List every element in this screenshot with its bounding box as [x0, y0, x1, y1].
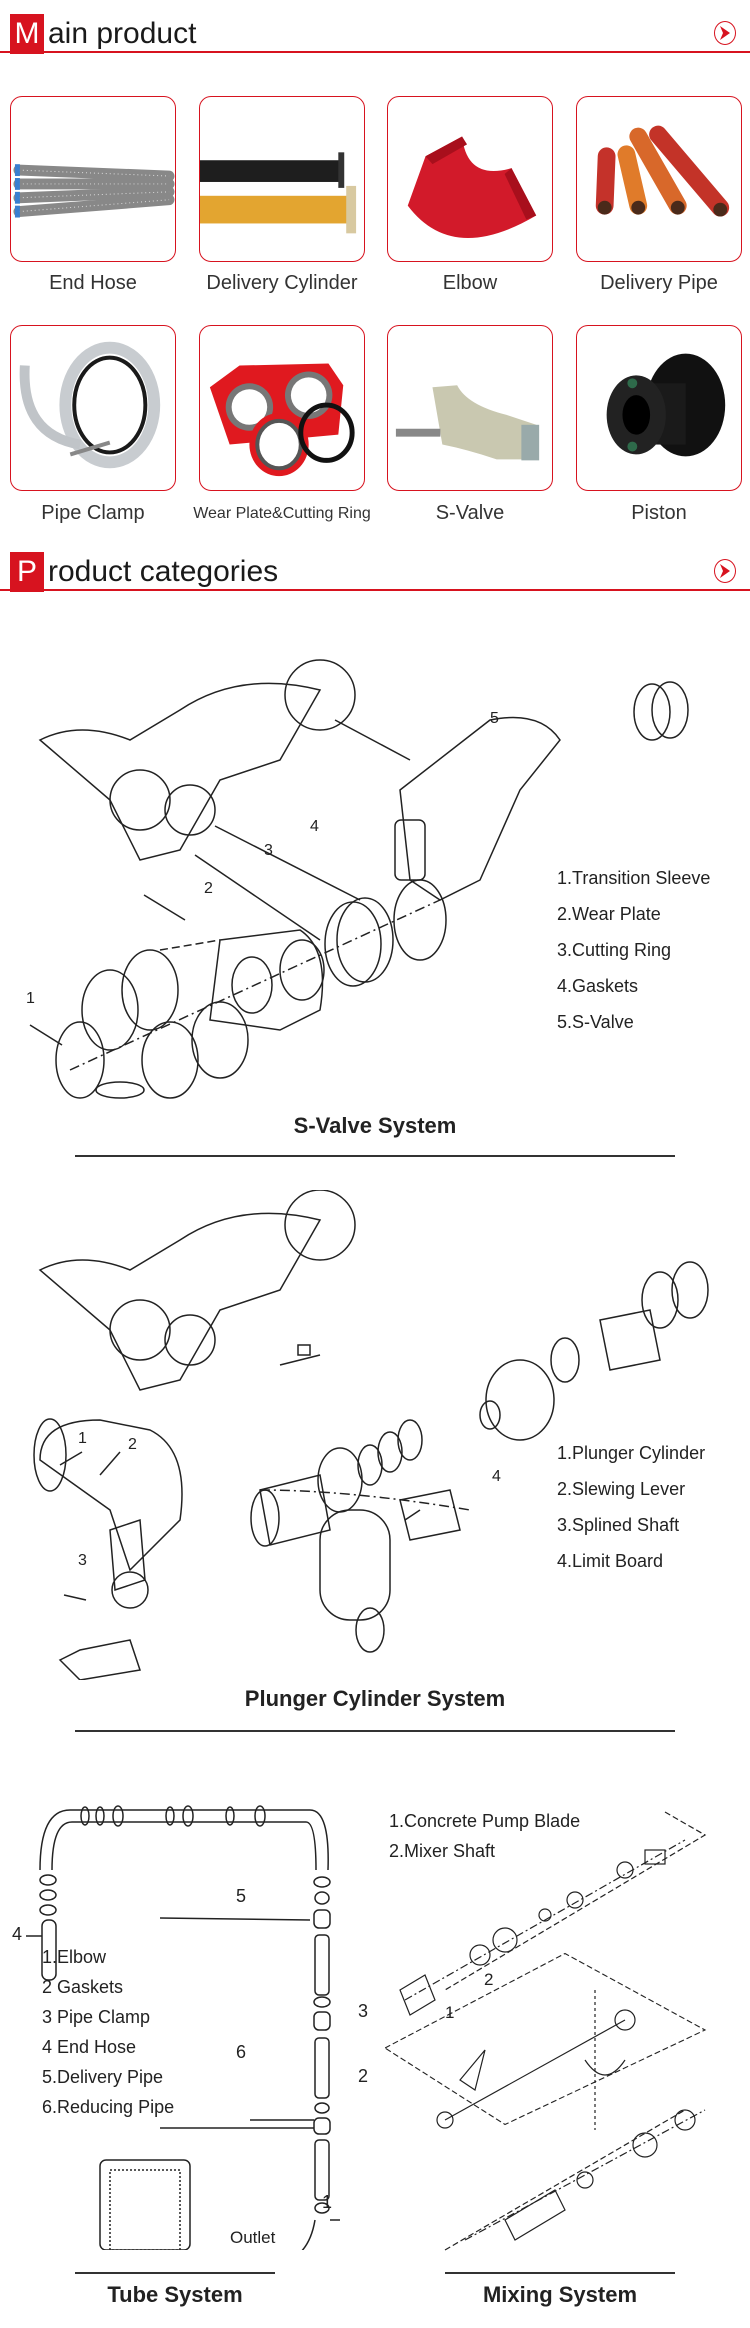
callout-3: 3 — [264, 842, 273, 859]
legend-item: 2.Mixer Shaft — [389, 1841, 496, 1861]
divider — [445, 2272, 675, 2274]
legend-item: 2.Slewing Lever — [557, 1479, 686, 1499]
mixing-legend: 1.Concrete Pump Blade 2.Mixer Shaft — [389, 1806, 580, 1866]
wear-plate-image — [209, 363, 355, 477]
callout-4: 4 — [492, 1468, 501, 1485]
header-divider — [0, 589, 750, 591]
product-card-elbow[interactable] — [387, 96, 553, 262]
tube-system-diagram — [26, 1805, 340, 2250]
plunger-cylinder-diagram — [33, 1190, 709, 1680]
chevron-right-circle-icon[interactable] — [714, 21, 736, 45]
callout-5: 5 — [490, 710, 499, 727]
delivery-cylinder-image — [200, 152, 357, 234]
s-valve-image — [395, 385, 540, 461]
divider — [75, 1155, 675, 1157]
header-initial: P — [10, 552, 44, 592]
legend-item: 4 End Hose — [42, 2037, 137, 2057]
product-card-pipe-clamp[interactable] — [10, 325, 176, 491]
header-initial: M — [10, 14, 44, 54]
s-valve-diagram — [29, 659, 689, 1099]
legend-item: 3.Cutting Ring — [557, 940, 672, 960]
product-label[interactable]: Piston — [631, 502, 687, 524]
callout-5: 5 — [236, 1886, 247, 1906]
callout-6: 6 — [236, 2042, 247, 2062]
callout-1: 1 — [78, 1430, 87, 1447]
product-card-s-valve[interactable] — [387, 325, 553, 491]
tube-system-title: Tube System — [107, 2282, 243, 2307]
section-title: ain product — [48, 17, 197, 50]
legend-item: 4.Limit Board — [557, 1551, 664, 1571]
callout-1: 1 — [322, 2192, 333, 2212]
legend-item: 3.Splined Shaft — [557, 1515, 680, 1535]
legend-item: 2.Wear Plate — [557, 904, 661, 924]
divider — [75, 2272, 275, 2274]
callout-2: 2 — [128, 1436, 137, 1453]
callout-3: 3 — [358, 2001, 369, 2021]
mixing-system-diagram — [385, 1811, 707, 2251]
product-card-wear-plate-cutting-ring[interactable] — [199, 325, 365, 491]
product-categories-header: P roduct categories — [0, 552, 750, 592]
product-card-piston[interactable] — [576, 325, 742, 491]
callout-1: 1 — [445, 2003, 455, 2022]
legend-item: 1.Transition Sleeve — [557, 868, 711, 888]
section-title: roduct categories — [48, 555, 279, 588]
product-label[interactable]: Pipe Clamp — [41, 502, 145, 524]
product-label[interactable]: Delivery Cylinder — [206, 272, 358, 294]
mixing-system-title: Mixing System — [482, 2282, 638, 2307]
callout-2: 2 — [204, 880, 213, 897]
legend-item: 2 Gaskets — [42, 1977, 124, 1997]
product-card-delivery-pipe[interactable] — [576, 96, 742, 262]
end-hose-image — [13, 164, 175, 218]
header-divider — [0, 51, 750, 53]
product-label[interactable]: Wear Plate&Cutting Ring — [193, 505, 371, 522]
product-card-delivery-cylinder[interactable] — [199, 96, 365, 262]
callout-3: 3 — [78, 1552, 87, 1569]
delivery-pipe-image — [595, 125, 730, 217]
tube-legend: 1.Elbow 2 Gaskets 3 Pipe Clamp 4 End Hos… — [42, 1942, 174, 2122]
legend-item: 1.Elbow — [42, 1947, 107, 1967]
legend-item: 1.Plunger Cylinder — [557, 1443, 706, 1463]
legend-item: 5.Delivery Pipe — [42, 2067, 164, 2087]
s-valve-system-title: S-Valve System — [293, 1113, 457, 1138]
product-card-end-hose[interactable] — [10, 96, 176, 262]
callout-4: 4 — [310, 818, 319, 835]
plunger-legend: 1.Plunger Cylinder 2.Slewing Lever 3.Spl… — [557, 1435, 705, 1579]
legend-item: 5.S-Valve — [557, 1012, 634, 1032]
main-product-header: M ain product — [0, 14, 750, 54]
product-label[interactable]: Delivery Pipe — [600, 272, 718, 294]
product-label[interactable]: End Hose — [49, 272, 137, 294]
product-label[interactable]: S-Valve — [435, 502, 505, 524]
divider — [75, 1730, 675, 1732]
legend-item: 3 Pipe Clamp — [42, 2007, 151, 2027]
pipe-clamp-image — [19, 341, 161, 469]
piston-image — [606, 353, 726, 457]
callout-1: 1 — [26, 990, 35, 1007]
legend-item: 4.Gaskets — [557, 976, 639, 996]
plunger-cylinder-system-title: Plunger Cylinder System — [244, 1686, 506, 1711]
elbow-image — [407, 136, 537, 239]
callout-4: 4 — [12, 1924, 23, 1944]
legend-item: 6.Reducing Pipe — [42, 2097, 175, 2117]
callout-2: 2 — [358, 2066, 369, 2086]
callout-2: 2 — [484, 1970, 494, 1989]
chevron-right-circle-icon[interactable] — [714, 559, 736, 583]
product-label[interactable]: Elbow — [442, 272, 498, 294]
legend-item: 1.Concrete Pump Blade — [389, 1811, 581, 1831]
s-valve-legend: 1.Transition Sleeve 2.Wear Plate 3.Cutti… — [557, 860, 710, 1040]
outlet-label: Outlet — [230, 2228, 276, 2247]
